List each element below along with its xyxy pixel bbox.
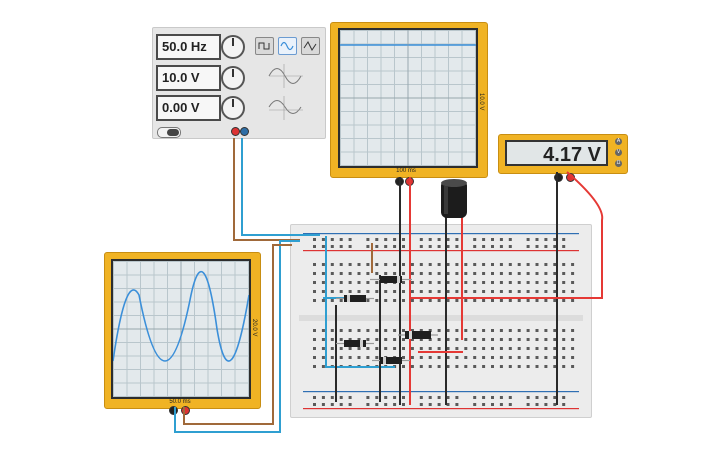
- sine-wave-button[interactable]: [278, 37, 297, 55]
- dc-offset-field[interactable]: 0.00 V: [156, 95, 221, 121]
- frequency-knob[interactable]: [221, 35, 245, 59]
- triangle-wave-button[interactable]: [301, 37, 320, 55]
- positive-terminal[interactable]: [231, 127, 240, 136]
- multimeter-probe-com[interactable]: [554, 173, 563, 182]
- multimeter-terminal-ohm[interactable]: Ω: [615, 160, 622, 167]
- wire-meter-red: [410, 171, 604, 299]
- scope-left-screen: [111, 259, 251, 399]
- amplitude-field[interactable]: 10.0 V: [156, 65, 221, 91]
- diodes: [336, 276, 412, 364]
- scope-left-probe-neg[interactable]: [169, 406, 178, 415]
- electrolytic-capacitor: [441, 179, 467, 218]
- multimeter-display: 4.17 V: [505, 140, 608, 166]
- oscilloscope-top[interactable]: 100 ms 10.0 V: [330, 22, 488, 186]
- wire-scope-left-brown: [183, 244, 292, 425]
- wire-fgen-negative: [241, 138, 320, 236]
- amplitude-offset-diagrams: [268, 64, 303, 120]
- power-toggle[interactable]: [157, 127, 181, 138]
- dc-offset-knob[interactable]: [221, 96, 245, 120]
- square-wave-button[interactable]: [255, 37, 274, 55]
- scope-left-trace: [113, 261, 249, 397]
- scope-top-trace: [340, 30, 476, 166]
- scope-top-time-label: 100 ms: [396, 168, 416, 174]
- negative-terminal[interactable]: [240, 127, 249, 136]
- oscilloscope-left[interactable]: 50.0 ms 20.0 V: [104, 252, 261, 415]
- scope-left-probe-pos[interactable]: [181, 406, 190, 415]
- wire-scope-left-blue: [174, 240, 300, 433]
- breadboard[interactable]: [290, 224, 592, 418]
- sine-wave-icon: [280, 41, 294, 51]
- multimeter[interactable]: 4.17 V A V Ω: [498, 134, 628, 182]
- scope-top-screen: [338, 28, 478, 168]
- frequency-field[interactable]: 50.0 Hz: [156, 34, 221, 60]
- center-component: [398, 331, 438, 339]
- breadboard-holes: [299, 233, 583, 410]
- triangle-wave-icon: [303, 41, 317, 51]
- function-generator[interactable]: 50.0 Hz 10.0 V 0.00 V: [152, 27, 326, 139]
- scope-left-time-label: 50.0 ms: [169, 399, 191, 405]
- wire-fgen-positive: [233, 138, 300, 241]
- amplitude-knob[interactable]: [221, 66, 245, 90]
- multimeter-terminal-v[interactable]: V: [615, 149, 622, 156]
- multimeter-terminal-a[interactable]: A: [615, 138, 622, 145]
- square-wave-icon: [258, 42, 270, 50]
